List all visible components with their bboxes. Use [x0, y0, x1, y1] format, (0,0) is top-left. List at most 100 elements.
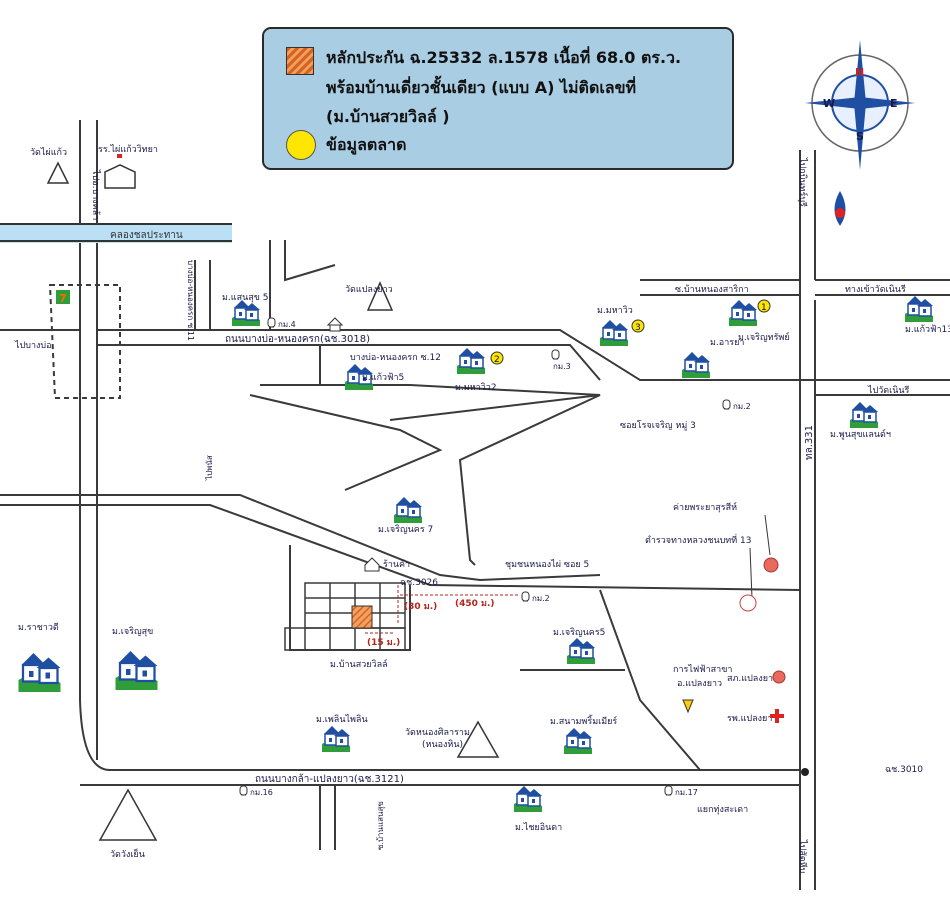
legend-plot-line2: พร้อมบ้านเดี่ยวชั้นเดียว (แบบ A) ไม่ติดเ…: [326, 78, 637, 97]
svg-text:3: 3: [635, 323, 641, 333]
svg-text:กม.4: กม.4: [278, 320, 296, 329]
svg-text:ม.แสนสุข 5: ม.แสนสุข 5: [222, 293, 268, 303]
svg-text:วัดหนองศิลาราม: วัดหนองศิลาราม: [405, 727, 470, 738]
distance-15: (15 ม.): [367, 638, 400, 648]
road-label-bangkla: ไปอ.บางคล้า: [90, 169, 101, 220]
market-marker-3[interactable]: 3: [631, 319, 645, 333]
road-label-phanat: ไปพนัส: [205, 455, 214, 481]
svg-text:วัดวังเย็น: วัดวังเย็น: [110, 847, 145, 860]
svg-text:รร.ไผ่แก้ววิทยา: รร.ไผ่แก้ววิทยา: [98, 144, 158, 155]
compass-e: E: [890, 97, 898, 110]
svg-text:ม.เจริญนคร 7: ม.เจริญนคร 7: [378, 524, 433, 535]
road-label-nong-sarika: ซ.บ้านหนองสาริกา: [675, 284, 749, 295]
legend-plot-line1: หลักประกัน ฉ.25332 ล.1578 เนื้อที่ 68.0 …: [326, 48, 682, 67]
svg-text:2: 2: [494, 355, 500, 365]
village-maharaj2: ม.มหาวิว2: [455, 347, 497, 393]
road-network: [0, 120, 950, 890]
village-sanam-prim: ม.สนามพริ้มเมียร์: [550, 714, 617, 755]
hospital-icon: รพ.แปลงยาว: [727, 709, 784, 724]
camp-label: ค่ายพระยาสุรสีห์ ตำรวจทางหลวงชนบทที่ 13: [645, 501, 779, 612]
svg-text:ม.แก้วฟ้า5: ม.แก้วฟ้า5: [362, 372, 404, 383]
compass-w: W: [823, 97, 835, 110]
village-saen-suk: ม.แสนสุข 5: [222, 293, 268, 327]
svg-text:วัดแปลงยาว: วัดแปลงยาว: [345, 285, 393, 295]
svg-text:วัดไผ่แก้ว: วัดไผ่แก้ว: [30, 147, 67, 158]
road-label-soi11: บางบ่อ-หนองครก ซ.11: [186, 260, 195, 341]
village-charoen-nakhon7: ม.เจริญนคร 7: [378, 496, 433, 535]
svg-text:รพ.แปลงยาว: รพ.แปลงยาว: [727, 714, 777, 724]
distance-30: (30 ม.): [404, 602, 437, 612]
svg-text:ม.พูนสุขแลนด์ฯ: ม.พูนสุขแลนด์ฯ: [830, 428, 891, 440]
road-label-3010: ฉช.3010: [885, 765, 923, 775]
village-rachawadi: ม.ราชาวดี: [17, 622, 62, 694]
road-label-3026: ฉช.3026: [400, 578, 438, 588]
legend: หลักประกัน ฉ.25332 ล.1578 เนื้อที่ 68.0 …: [262, 27, 734, 170]
village-charoen-nakhon5: ม.เจริญนคร5: [553, 627, 605, 665]
svg-text:ม.มหาวิว: ม.มหาวิว: [597, 305, 633, 316]
road-label-331: ทล.331: [804, 425, 815, 460]
collateral-plot[interactable]: [351, 605, 373, 629]
svg-text:7: 7: [59, 292, 67, 305]
village-phunsuk: ม.พูนสุขแลนด์ฯ: [830, 401, 891, 440]
road-label-wat-noen: ไปวัดเนินรี: [867, 385, 910, 396]
km-marker-4: กม.4: [267, 317, 296, 329]
svg-text:สภ.แปลงยาว: สภ.แปลงยาว: [727, 674, 778, 684]
svg-text:กม.17: กม.17: [675, 788, 698, 797]
km-marker-3: กม.3: [551, 349, 571, 371]
village-kaew-fa5: ม.แก้วฟ้า5: [344, 363, 404, 391]
subdivision-lots: [284, 582, 406, 651]
temple-phai-kaeo-icon: วัดไผ่แก้ว: [30, 147, 70, 184]
village-maharaj: ม.มหาวิว: [597, 305, 633, 347]
village-phueng-phai: ม.เพลินไพลิน: [316, 714, 368, 753]
svg-text:กม.16: กม.16: [250, 788, 273, 797]
km-marker-2-east: กม.2: [722, 399, 751, 411]
road-label-chumchon: ชุมชนหนองไผ่ ซอย 5: [505, 559, 589, 570]
svg-text:กม.2: กม.2: [532, 594, 550, 603]
road-label-main-south: ถนนบางกล้า-แปลงยาว(ฉช.3121): [255, 773, 404, 785]
legend-market-label: ข้อมูลตลาด: [326, 135, 407, 154]
temple-wang-yen-icon: วัดวังเย็น: [98, 788, 158, 860]
svg-text:ร้านค้า: ร้านค้า: [383, 559, 410, 570]
road-label-bangbo: ไปบางบ่อ: [14, 340, 52, 351]
svg-text:ค่ายพระยาสุรสีห์: ค่ายพระยาสุรสีห์: [673, 501, 737, 513]
svg-text:ม.มหาวิว2: ม.มหาวิว2: [455, 382, 497, 393]
svg-text:ม.ราชาวดี: ม.ราชาวดี: [18, 622, 59, 633]
svg-text:ตำรวจทางหลวงชนบทที่ 13: ตำรวจทางหลวงชนบทที่ 13: [645, 533, 752, 546]
compass-n: N: [855, 66, 864, 79]
svg-text:ม.สนามพริ้มเมียร์: ม.สนามพริ้มเมียร์: [550, 714, 617, 727]
legend-plot-line3: (ม.บ้านสวยวิลล์ ): [326, 107, 450, 126]
school-icon: รร.ไผ่แก้ววิทยา: [98, 144, 158, 189]
road-label-saen-suk: ซ.บ้านแสนสุข: [376, 801, 385, 850]
svg-text:1: 1: [761, 303, 767, 313]
village-charoen-sap: ม.เจริญทรัพย์: [728, 299, 790, 343]
village-charoen-sukh: ม.เจริญสุข: [112, 626, 159, 692]
collateral-swatch: [286, 47, 314, 75]
road-label-rojcharoen: ซอยโรจเจริญ หมู่ 3: [620, 420, 696, 431]
temple-nong-sila-icon: วัดหนองศิลาราม (หนองหิน): [405, 720, 500, 758]
road-label-yaek-thung: แยกทุ่งสะเดา: [697, 805, 748, 815]
compass-rose: N S E W: [805, 40, 915, 170]
seven-eleven-icon: 7: [56, 290, 70, 305]
village-araya: ม.อารยา: [681, 338, 744, 379]
svg-text:ม.เจริญทรัพย์: ม.เจริญทรัพย์: [738, 331, 790, 343]
svg-text:กม.3: กม.3: [553, 362, 571, 371]
village-kaew-fa13: ม.แก้วฟ้า13: [904, 295, 950, 335]
svg-text:(หนองหิน): (หนองหิน): [422, 739, 463, 750]
road-label-kabin: ไปกบินทร์บุรี: [797, 157, 809, 207]
km-marker-16: กม.16: [239, 785, 273, 797]
svg-text:การไฟฟ้าสาขา: การไฟฟ้าสาขา: [673, 664, 732, 675]
gas-station-icon: [834, 190, 846, 226]
svg-text:กม.2: กม.2: [733, 402, 751, 411]
village-suay-ville-label: ม.บ้านสวยวิลล์: [330, 658, 388, 670]
svg-text:ม.ไชยอินดา: ม.ไชยอินดา: [515, 822, 562, 833]
canal: [0, 223, 232, 243]
road-label-sattahip: ไปสัตหีบ: [797, 839, 808, 874]
temple-plaeng-yao-icon: วัดแปลงยาว: [326, 281, 394, 332]
distance-450: (450 ม.): [455, 599, 495, 609]
market-marker-2[interactable]: 2: [490, 351, 504, 365]
svg-text:ม.แก้วฟ้า13: ม.แก้วฟ้า13: [905, 324, 950, 335]
svg-text:ม.เพลินไพลิน: ม.เพลินไพลิน: [316, 714, 368, 725]
market-marker-1[interactable]: 1: [757, 299, 771, 313]
distance-markers: [365, 585, 520, 634]
canal-label: คลองชลประทาน: [110, 230, 183, 241]
